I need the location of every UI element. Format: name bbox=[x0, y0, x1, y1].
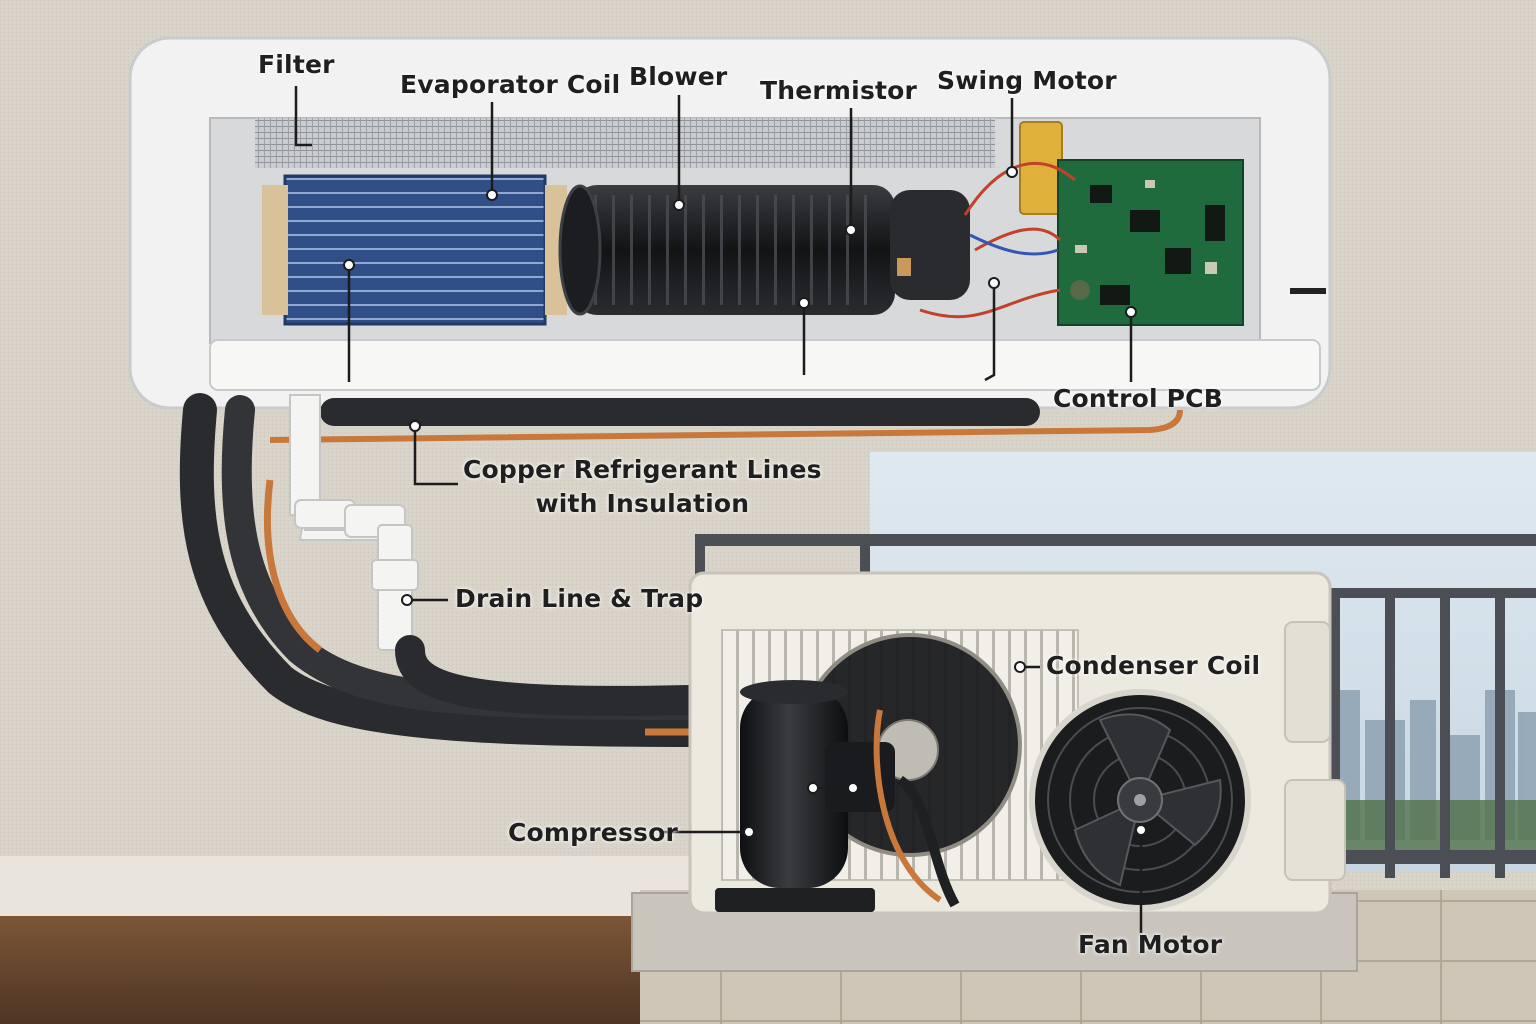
label-condenser-coil: Condenser Coil bbox=[1046, 651, 1261, 680]
label-filter: Filter bbox=[258, 50, 335, 79]
label-copper-lines-line2: with Insulation bbox=[535, 489, 750, 518]
blower-motor bbox=[890, 190, 970, 300]
label-copper-refrigerant-lines: Copper Refrigerant Lines with Insulation bbox=[463, 453, 822, 521]
indoor-unit bbox=[128, 36, 1332, 410]
label-thermistor: Thermistor bbox=[760, 76, 918, 105]
label-drain-line: Drain Line & Trap bbox=[455, 584, 704, 613]
baseboard bbox=[0, 856, 700, 916]
outdoor-unit bbox=[631, 571, 1358, 972]
label-swing-motor: Swing Motor bbox=[937, 66, 1117, 95]
label-control-pcb: Control PCB bbox=[1053, 384, 1223, 413]
indoor-wiring bbox=[919, 161, 1076, 319]
label-blower: Blower bbox=[629, 62, 728, 91]
label-evaporator-coil: Evaporator Coil bbox=[400, 70, 621, 99]
label-fan-motor: Fan Motor bbox=[1078, 930, 1223, 959]
drain-line bbox=[289, 394, 419, 651]
floor bbox=[0, 916, 700, 1024]
leader-lines bbox=[294, 86, 1143, 933]
leader-dots bbox=[343, 166, 1147, 838]
evaporator-coil bbox=[283, 174, 547, 326]
label-compressor: Compressor bbox=[508, 818, 679, 847]
compressor-body bbox=[740, 688, 848, 888]
air-filter bbox=[255, 118, 995, 168]
label-copper-lines-line1: Copper Refrigerant Lines bbox=[463, 455, 822, 484]
